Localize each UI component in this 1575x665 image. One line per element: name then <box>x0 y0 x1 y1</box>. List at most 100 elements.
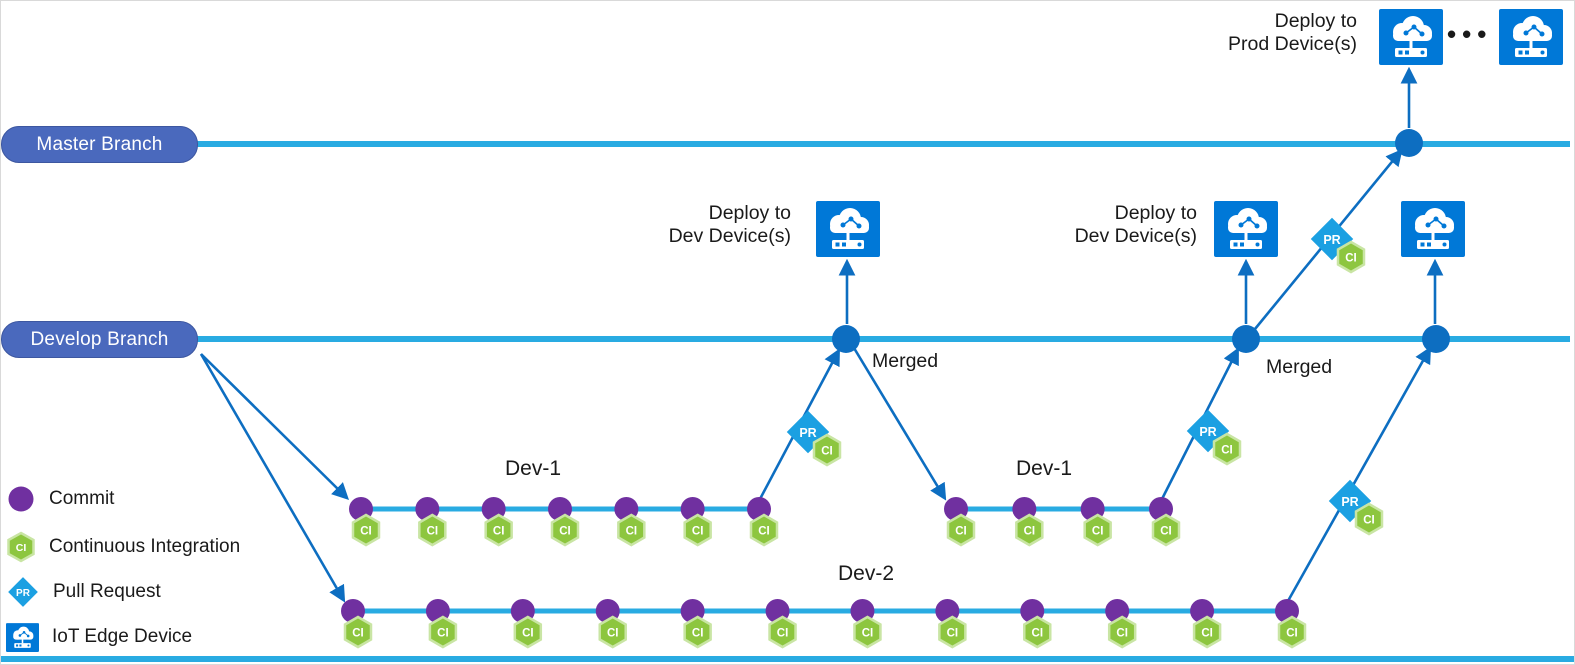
ci-hexagon <box>768 615 797 649</box>
ci-hexagon <box>1212 432 1242 466</box>
legend-item-commit: Commit <box>6 483 114 515</box>
deploy-dev-label-2: Deploy to Dev Device(s) <box>1047 202 1197 248</box>
iot-edge-device-icon <box>1213 200 1279 258</box>
ci-badge: CI <box>1192 615 1222 649</box>
ci-badge-label: CI <box>777 628 789 640</box>
ci-badge-label: CI <box>1160 526 1172 538</box>
deploy-prod-label: Deploy to Prod Device(s) <box>1185 10 1357 56</box>
pr-badge-label: PR <box>1341 495 1358 509</box>
legend-label-commit: Commit <box>49 488 115 509</box>
ci-badge: CI <box>812 433 842 467</box>
ci-badge: CI <box>683 615 712 649</box>
master-branch-pill: Master Branch <box>1 126 198 163</box>
ci-badge: CI <box>1212 432 1242 466</box>
iot-edge-device-icon <box>1378 8 1444 66</box>
ci-badge-label: CI <box>1024 526 1036 538</box>
ci-hexagon <box>1151 513 1181 547</box>
pr-badge-label: PR <box>16 588 31 599</box>
ci-badge: CI <box>550 513 580 547</box>
flow-arrow <box>199 353 346 603</box>
ci-badge: CI <box>1354 502 1384 536</box>
ci-badge: CI <box>351 513 381 547</box>
more-devices-ellipsis: ••• <box>1447 19 1493 49</box>
ci-hexagon <box>683 513 712 547</box>
legend-item-continuous-integration: CI Continuous Integration <box>6 531 240 563</box>
ci-hexagon <box>946 513 976 547</box>
dev-devices-text: Dev Device(s) <box>668 225 791 247</box>
ci-badge: CI <box>598 615 627 649</box>
ci-hexagon <box>938 615 967 649</box>
ci-badge: CI <box>1083 513 1112 547</box>
ci-badge: CI <box>938 615 967 649</box>
ci-hexagon <box>1336 240 1366 274</box>
deploy-to-text: Deploy to <box>1114 202 1197 224</box>
ci-hexagon <box>1277 615 1307 649</box>
deploy-dev-label-1: Deploy to Dev Device(s) <box>641 202 791 248</box>
develop-branch-pill: Develop Branch <box>1 321 198 358</box>
iot-edge-device-icon <box>815 200 881 258</box>
ci-hexagon <box>749 513 779 547</box>
merge-node <box>1395 129 1423 157</box>
ci-badge: CI <box>749 513 779 547</box>
merged-label-2: Merged <box>1266 356 1333 378</box>
dev2-label: Dev-2 <box>837 562 895 585</box>
ci-badge: CI <box>1277 615 1307 649</box>
ci-badge: CI <box>1015 513 1044 547</box>
ci-hexagon <box>812 433 842 467</box>
ci-badge-label: CI <box>352 628 364 640</box>
deploy-to-text: Deploy to <box>1274 10 1357 32</box>
dev-devices-text: Dev Device(s) <box>1074 225 1197 247</box>
ci-badge: CI <box>853 615 882 649</box>
pr-badge-label: PR <box>1323 233 1340 247</box>
merge-node <box>832 325 860 353</box>
ci-badge-label: CI <box>1363 515 1375 527</box>
ci-badge-label: CI <box>1286 628 1298 640</box>
ci-badge-label: CI <box>692 628 704 640</box>
legend-item-pull-request: PR Pull Request <box>6 576 161 608</box>
ci-badge-label: CI <box>1116 628 1128 640</box>
ci-badge: CI <box>484 513 513 547</box>
ci-badge-label: CI <box>1201 628 1213 640</box>
iot-edge-device-icon <box>1400 200 1466 258</box>
ci-hexagon <box>683 615 712 649</box>
ci-hexagon <box>617 513 646 547</box>
ci-badge-label: CI <box>692 526 704 538</box>
ci-badge-label: CI <box>493 526 505 538</box>
continuous-integration-icon: CI <box>7 531 35 563</box>
ci-badge-label: CI <box>522 628 534 640</box>
ci-badge-label: CI <box>947 628 959 640</box>
ci-badge-label: CI <box>626 526 638 538</box>
ci-hexagon <box>1015 513 1044 547</box>
ci-badge: CI <box>768 615 797 649</box>
ci-badge-label: CI <box>821 446 833 458</box>
ci-hexagon <box>1354 502 1384 536</box>
merged-label-1: Merged <box>872 350 939 372</box>
dev1-label-b: Dev-1 <box>1015 457 1073 480</box>
commit-icon <box>8 486 34 512</box>
ci-badge-label: CI <box>360 526 372 538</box>
ci-badge-label: CI <box>559 526 571 538</box>
prod-devices-text: Prod Device(s) <box>1228 33 1357 55</box>
ci-badge: CI <box>617 513 646 547</box>
ci-badge-label: CI <box>862 628 874 640</box>
ci-badge: CI <box>1151 513 1181 547</box>
deploy-to-text: Deploy to <box>708 202 791 224</box>
ci-badge: CI <box>428 615 458 649</box>
ci-badge: CI <box>683 513 712 547</box>
ci-badge-label: CI <box>1092 526 1104 538</box>
ci-badge-label: CI <box>1345 253 1357 265</box>
ci-badge-label: CI <box>1032 628 1044 640</box>
ci-hexagon <box>351 513 381 547</box>
ci-badge-label: CI <box>427 526 439 538</box>
ci-badge-label: CI <box>607 628 619 640</box>
merge-node <box>1232 325 1260 353</box>
pull-request-icon: PR <box>8 577 38 607</box>
legend-label-continuous-integration: Continuous Integration <box>49 536 241 557</box>
ci-hexagon <box>418 513 447 547</box>
ci-badge: CI <box>1107 615 1137 649</box>
iot-edge-device-icon <box>6 622 39 652</box>
ci-badge: CI <box>946 513 976 547</box>
pr-badge-label: PR <box>1199 425 1216 439</box>
